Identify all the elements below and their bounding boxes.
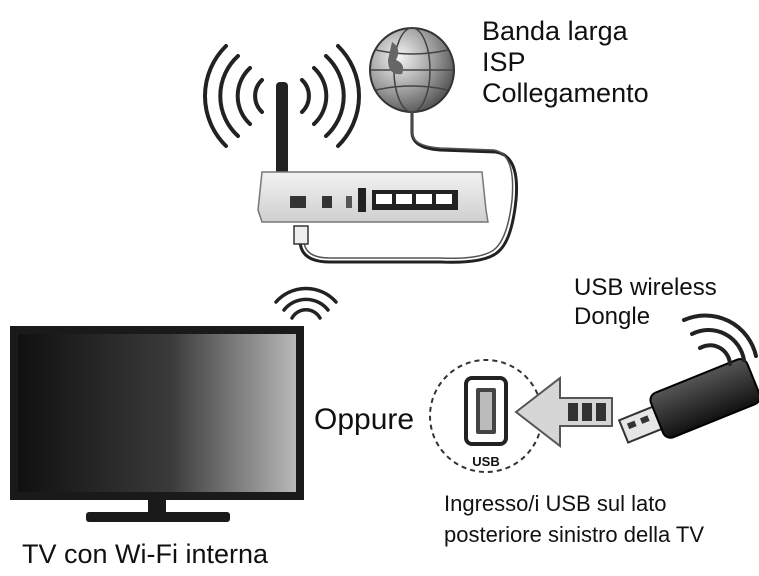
usb-input-label-line1: Ingresso/i USB sul lato	[444, 491, 667, 516]
arrow-left-icon	[514, 375, 613, 449]
router-cables	[298, 112, 519, 264]
dongle-label-line1: USB wireless	[574, 274, 717, 301]
isp-label-line1: Banda larga	[482, 16, 629, 46]
tv-caption: TV con Wi-Fi interna	[22, 539, 269, 569]
isp-label-line2: ISP	[482, 47, 526, 77]
usb-input-label-line2: posteriore sinistro della TV	[444, 522, 704, 547]
router-icon	[257, 82, 489, 245]
globe-icon	[369, 27, 455, 113]
router-wifi-waves-icon	[202, 44, 362, 148]
dongle-label-line2: Dongle	[574, 303, 650, 330]
usb-port-badge: USB	[472, 454, 499, 469]
dongle-wifi-waves-icon	[682, 313, 758, 366]
usb-port-icon	[429, 359, 543, 473]
isp-label-line3: Collegamento	[482, 78, 649, 108]
oppure-label: Oppure	[314, 403, 414, 436]
tv-icon	[10, 326, 304, 522]
tv-wifi-waves-icon	[274, 286, 338, 320]
usb-dongle-icon	[617, 358, 759, 444]
